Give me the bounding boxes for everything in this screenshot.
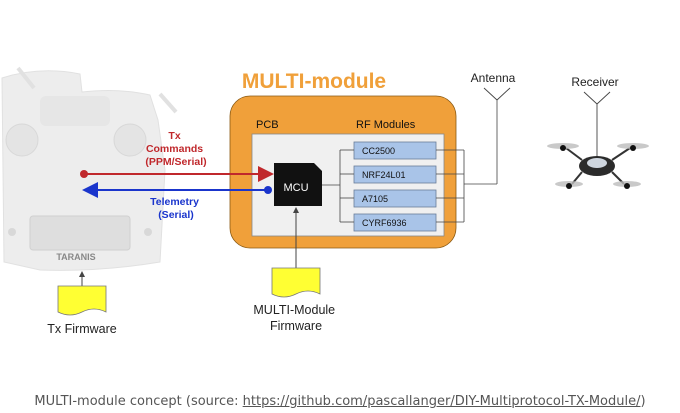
antenna-icon bbox=[483, 87, 511, 101]
receiver-label: Receiver bbox=[571, 75, 618, 89]
rf-module-cc2500 bbox=[353, 141, 437, 160]
mcu-rf-bus bbox=[322, 149, 354, 223]
module-firmware-note bbox=[271, 267, 321, 298]
antenna-label: Antenna bbox=[471, 71, 516, 85]
rf-module-a7105 bbox=[353, 189, 437, 208]
rf-module-label: CYRF6936 bbox=[362, 218, 407, 228]
tx-firmware-label: Tx Firmware bbox=[47, 322, 116, 336]
mcu-chip bbox=[274, 163, 322, 206]
figure-caption: MULTI-module concept (source: https://gi… bbox=[0, 394, 680, 409]
rf-module-label: CC2500 bbox=[362, 146, 395, 156]
pcb-label: PCB bbox=[256, 119, 279, 131]
telemetry-label: Telemetry (Serial) bbox=[150, 196, 202, 221]
tx-commands-label: Tx Commands (PPM/Serial) bbox=[145, 130, 206, 168]
rf-module-nrf24l01 bbox=[353, 165, 437, 184]
multi-module-diagram: TARANIS Tx Firmware MULTI-module PCB RF … bbox=[1, 66, 649, 336]
rf-module-label: NRF24L01 bbox=[362, 170, 406, 180]
tx-commands-dot bbox=[80, 170, 88, 178]
rf-module-cyrf6936 bbox=[353, 213, 437, 232]
quadcopter-image bbox=[547, 143, 649, 189]
module-title: MULTI-module bbox=[242, 70, 386, 93]
tx-firmware-note bbox=[57, 285, 107, 316]
module-firmware-label: MULTI-Module Firmware bbox=[253, 303, 338, 333]
caption-suffix: ) bbox=[640, 394, 646, 409]
transmitter-image bbox=[1, 66, 178, 271]
receiver-antenna-icon bbox=[583, 91, 611, 160]
mcu-label: MCU bbox=[283, 182, 308, 194]
rf-antenna-bus bbox=[436, 100, 498, 223]
rf-modules-label: RF Modules bbox=[356, 119, 416, 131]
rf-module-label: A7105 bbox=[362, 194, 388, 204]
rf-module-list: CC2500 NRF24L01 A7105 CYRF6936 bbox=[353, 141, 437, 232]
caption-prefix: MULTI-module concept (source: bbox=[34, 394, 243, 409]
source-link[interactable]: https://github.com/pascallanger/DIY-Mult… bbox=[242, 394, 641, 409]
telemetry-dot bbox=[264, 186, 272, 194]
transmitter-brand: TARANIS bbox=[56, 252, 95, 262]
